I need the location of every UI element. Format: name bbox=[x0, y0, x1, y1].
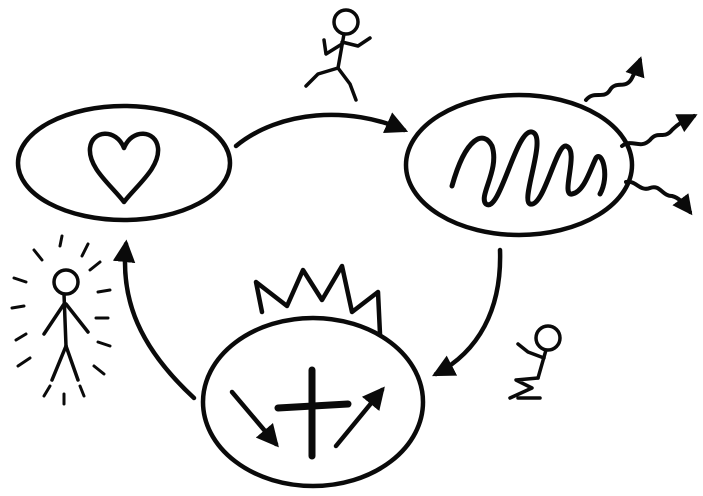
cross-arrows-icon bbox=[232, 370, 382, 456]
running-stick-figure-icon bbox=[306, 10, 370, 100]
emanation-arrow-top bbox=[586, 60, 640, 100]
heart-icon bbox=[90, 134, 158, 202]
glow-rays bbox=[12, 236, 110, 404]
cross-arrows-node bbox=[203, 266, 423, 486]
heart-node bbox=[18, 106, 230, 220]
cycle-arrow-cross-to-heart bbox=[125, 244, 194, 398]
glowing-stick-figure-icon bbox=[44, 270, 88, 380]
squiggle-node bbox=[406, 60, 694, 235]
squiggle-icon bbox=[452, 132, 605, 205]
seated-stick-figure-icon bbox=[510, 326, 560, 398]
emanation-arrow-middle bbox=[622, 116, 694, 146]
cycle-arrow-heart-to-squiggle bbox=[236, 115, 404, 146]
emanation-arrow-bottom bbox=[626, 182, 690, 212]
cycle-arrow-squiggle-to-cross bbox=[436, 250, 500, 374]
